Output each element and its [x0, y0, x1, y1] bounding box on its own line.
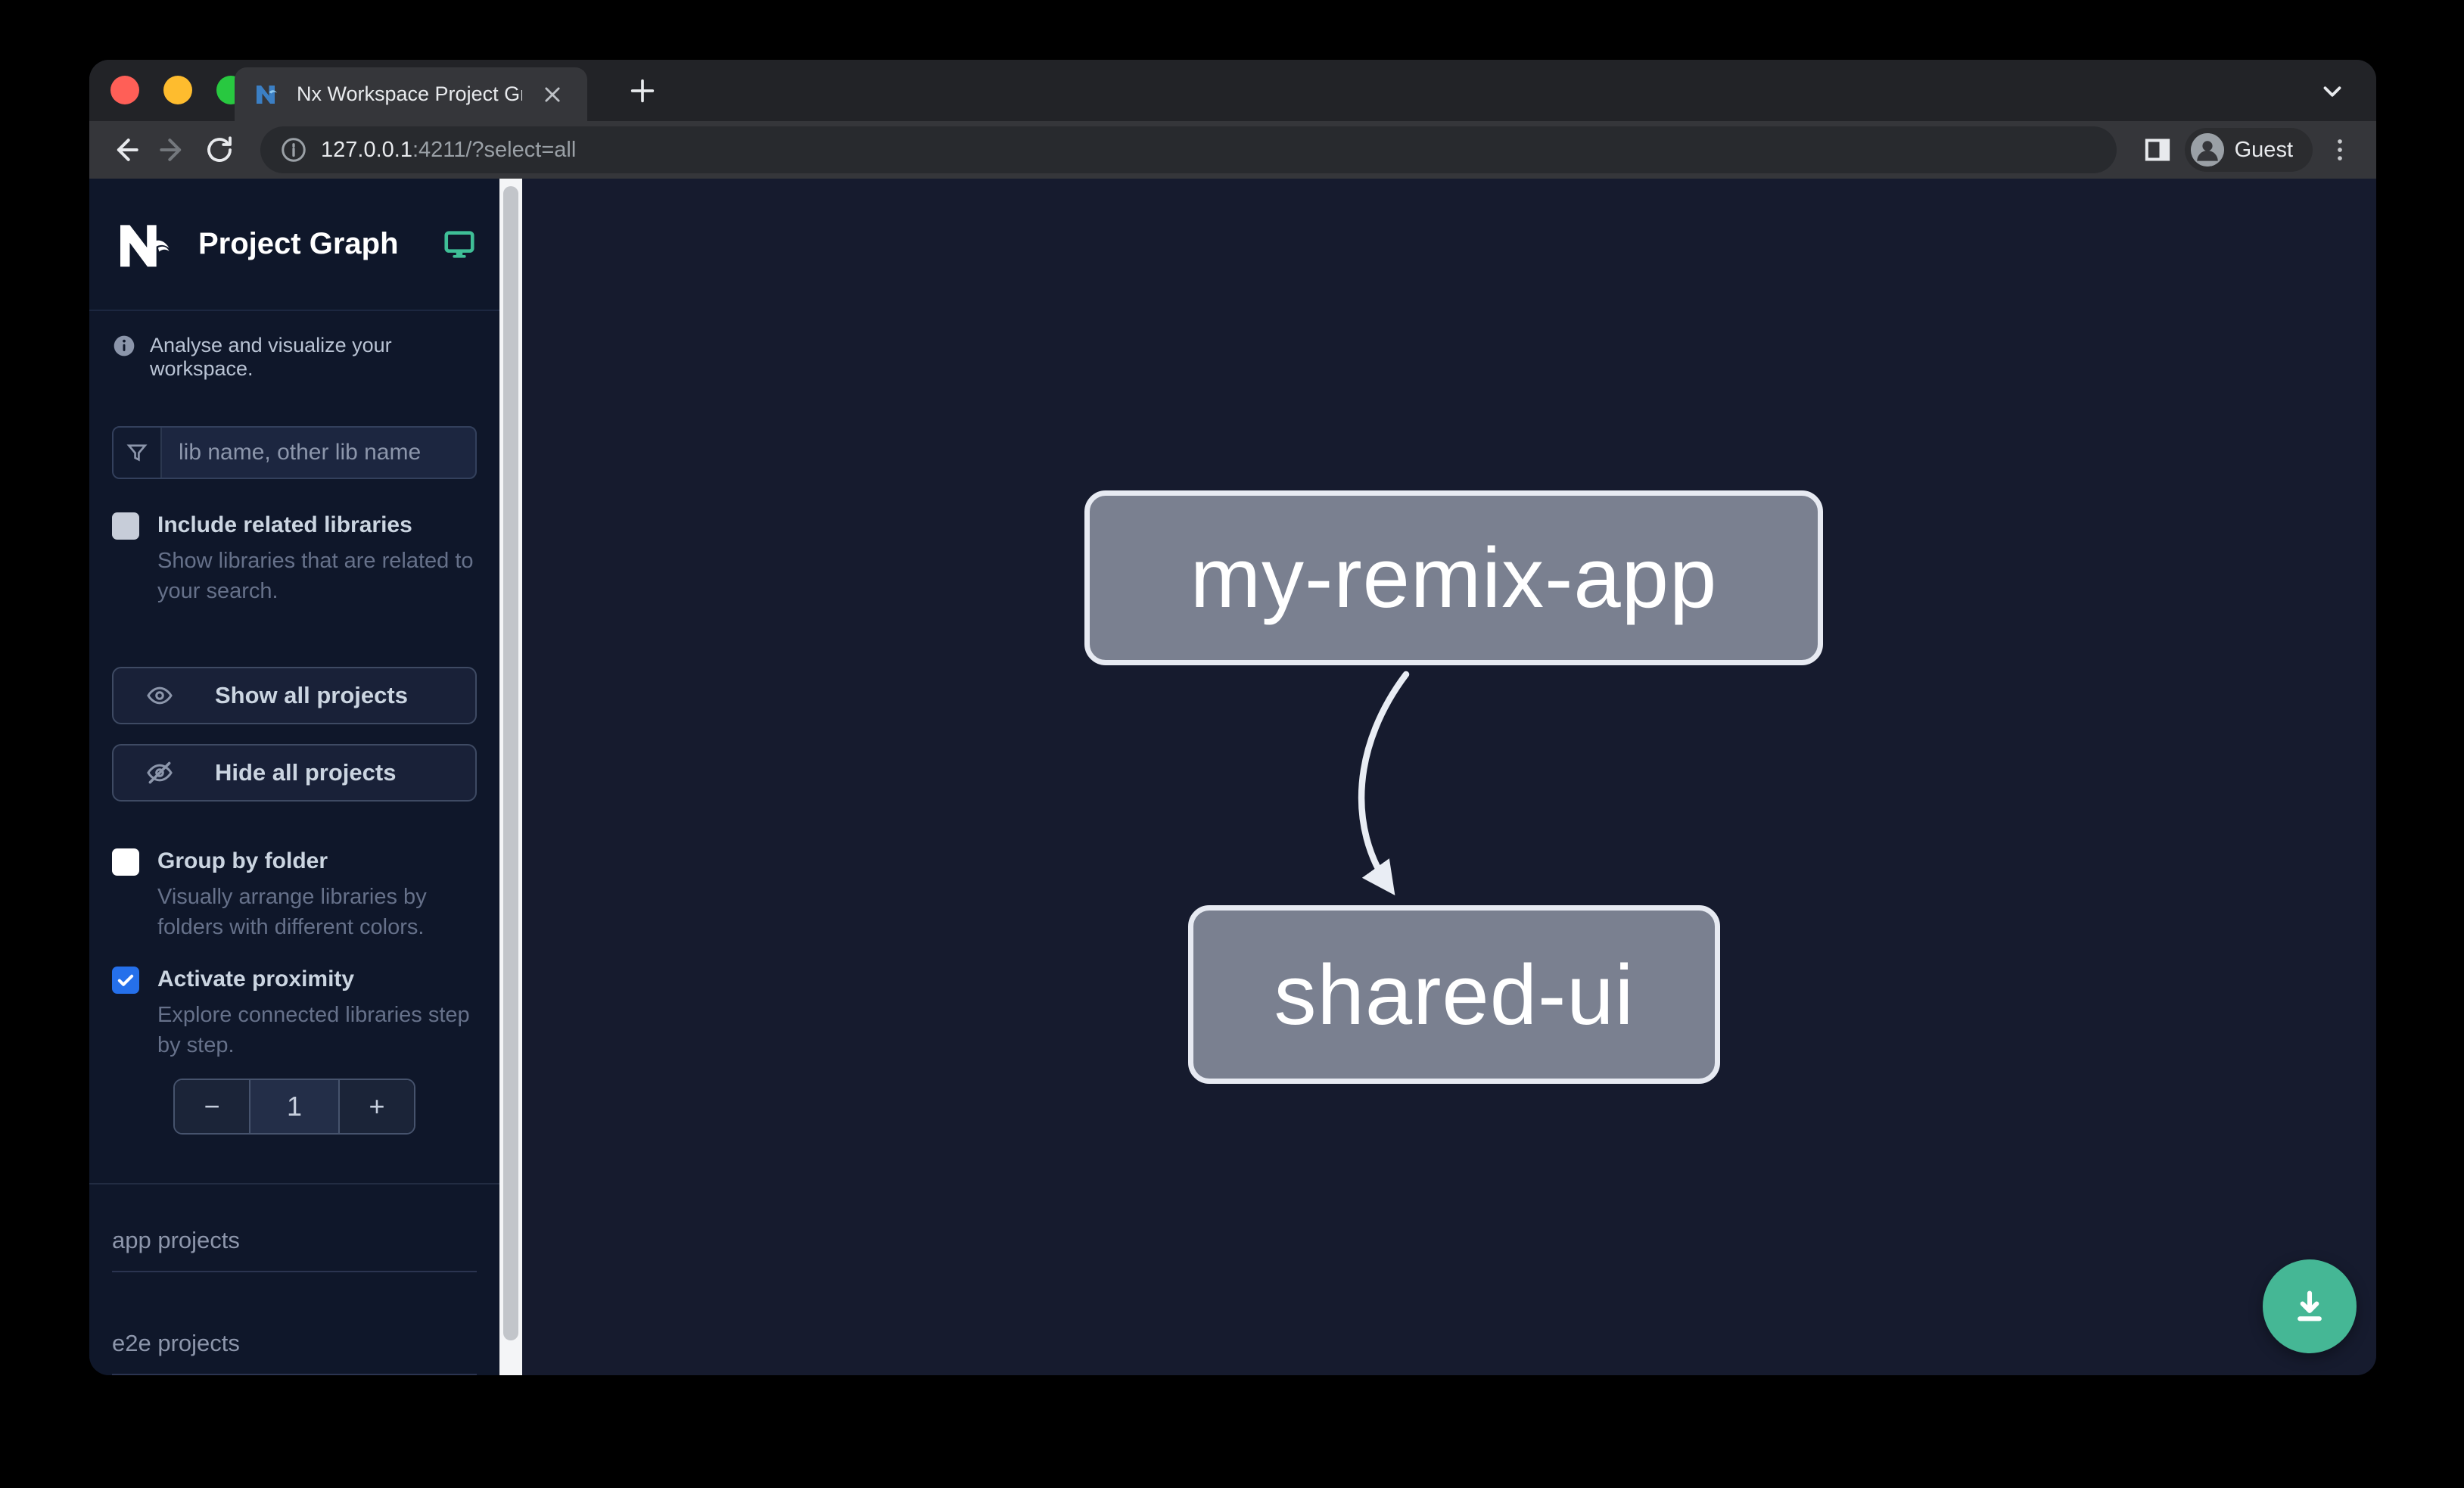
reload-icon[interactable]	[200, 130, 239, 170]
section-label: e2e projects	[112, 1330, 240, 1356]
scrollbar-thumb[interactable]	[503, 186, 518, 1340]
search-box	[112, 426, 477, 479]
tab-strip: Nx Workspace Project Graph	[89, 60, 2376, 121]
sidebar-scrollbar	[499, 179, 522, 1375]
url-text: 127.0.0.1:4211/?select=all	[321, 138, 576, 163]
graph-canvas[interactable]: my-remix-app shared-ui	[522, 179, 2376, 1375]
workspace-tagline-row: Analyse and visualize your workspace.	[89, 311, 499, 381]
nx-favicon-icon	[254, 81, 282, 108]
group-by-folder-checkbox[interactable]	[112, 848, 139, 876]
forward-icon[interactable]	[153, 130, 192, 170]
section-app-projects: app projects	[89, 1227, 499, 1272]
stepper-value: 1	[249, 1080, 340, 1133]
site-info-icon[interactable]	[280, 136, 307, 163]
hide-all-projects-button[interactable]: Hide all projects	[112, 744, 477, 802]
checkbox-description: Show libraries that are related to your …	[157, 549, 474, 603]
url-path: :4211/?select=all	[412, 137, 577, 162]
section-rule	[112, 1374, 477, 1375]
increment-button[interactable]: +	[340, 1080, 414, 1133]
checkbox-label: Include related libraries	[157, 512, 412, 537]
section-rule	[112, 1271, 477, 1272]
edge-my-remix-app-to-shared-ui	[1358, 671, 1410, 896]
page-title: Project Graph	[198, 227, 399, 260]
new-tab-button[interactable]	[624, 72, 661, 110]
download-graph-button[interactable]	[2263, 1259, 2357, 1353]
checkbox-label: Group by folder	[157, 848, 328, 873]
workspace-tagline: Analyse and visualize your workspace.	[150, 334, 392, 380]
graph-node-my-remix-app[interactable]: my-remix-app	[1084, 490, 1823, 665]
nx-logo	[112, 211, 179, 278]
graph-edges	[1358, 671, 1410, 896]
back-icon[interactable]	[106, 130, 145, 170]
browser-menu-kebab-icon[interactable]	[2320, 130, 2360, 170]
proximity-depth-stepper: − 1 +	[173, 1079, 415, 1135]
checkbox-include-related: Include related libraries Show libraries…	[89, 511, 499, 606]
checkbox-activate-proximity: Activate proximity Explore connected lib…	[89, 965, 499, 1060]
button-label: Hide all projects	[215, 759, 397, 786]
tab-close-icon[interactable]	[537, 79, 568, 110]
section-label: app projects	[112, 1227, 240, 1253]
checkbox-description: Visually arrange libraries by folders wi…	[157, 885, 427, 939]
window-controls	[110, 76, 245, 104]
download-icon	[2288, 1285, 2331, 1328]
info-circle-icon	[112, 334, 136, 358]
decrement-button[interactable]: −	[175, 1080, 249, 1133]
close-window-button[interactable]	[110, 76, 139, 104]
sidebar-header: Project Graph	[89, 179, 499, 311]
browser-tab[interactable]: Nx Workspace Project Graph	[235, 67, 587, 121]
url-bar[interactable]: 127.0.0.1:4211/?select=all	[260, 126, 2117, 173]
profile-label: Guest	[2234, 137, 2293, 162]
monitor-icon[interactable]	[442, 227, 477, 262]
node-label: my-remix-app	[1190, 531, 1718, 625]
tab-search-chevron-down-icon[interactable]	[2314, 75, 2350, 108]
browser-window: Nx Workspace Project Graph	[89, 60, 2376, 1375]
graph-node-shared-ui[interactable]: shared-ui	[1188, 905, 1720, 1084]
show-all-projects-button[interactable]: Show all projects	[112, 667, 477, 724]
avatar-icon	[2190, 133, 2224, 167]
eye-off-icon	[145, 758, 174, 787]
node-label: shared-ui	[1274, 947, 1635, 1042]
checkbox-description: Explore connected libraries step by step…	[157, 1003, 470, 1057]
activate-proximity-checkbox[interactable]	[112, 967, 139, 994]
search-input[interactable]	[162, 428, 475, 478]
url-host: 127.0.0.1	[321, 137, 412, 162]
filter-icon	[114, 428, 162, 478]
sidebar-divider	[89, 1183, 499, 1184]
include-related-checkbox[interactable]	[112, 512, 139, 540]
eye-icon	[145, 681, 174, 710]
profile-button[interactable]: Guest	[2184, 128, 2313, 172]
side-panel-icon[interactable]	[2138, 130, 2177, 170]
section-e2e-projects: e2e projects	[89, 1330, 499, 1375]
button-label: Show all projects	[215, 682, 408, 708]
sidebar: Project Graph Analyse and visualize your…	[89, 179, 499, 1375]
checkbox-group-by-folder: Group by folder Visually arrange librari…	[89, 847, 499, 942]
checkbox-label: Activate proximity	[157, 967, 355, 991]
minimize-window-button[interactable]	[163, 76, 192, 104]
browser-toolbar: 127.0.0.1:4211/?select=all Guest	[89, 121, 2376, 179]
page-content: Project Graph Analyse and visualize your…	[89, 179, 2376, 1375]
tab-title: Nx Workspace Project Graph	[297, 82, 522, 105]
